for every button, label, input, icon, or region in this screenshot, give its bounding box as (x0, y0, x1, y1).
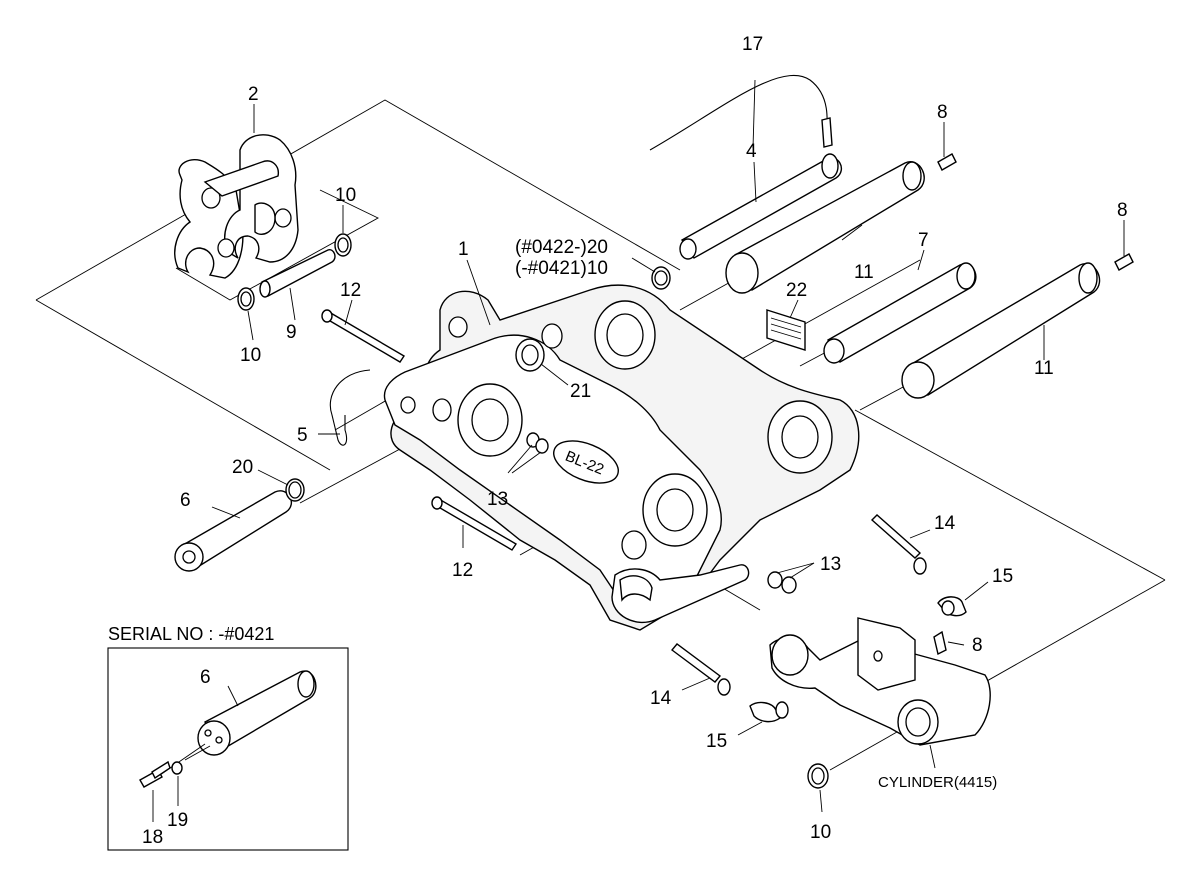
label-part-20: 20 (232, 457, 253, 478)
pin-7-part (823, 262, 977, 364)
clip-pin-5-part (329, 369, 371, 446)
inset-pin-6-part (197, 670, 317, 756)
label-part-10-alt: (-#0421)10 (515, 258, 608, 279)
label-part-1: 1 (458, 239, 469, 260)
serial-label: SERIAL NO : -#0421 (108, 624, 274, 644)
lanyard-clip (821, 117, 833, 148)
ring-10-upper-inner (337, 237, 349, 253)
bolt-12-lower-part (431, 496, 517, 551)
label-part-19: 19 (167, 810, 188, 831)
label-part-13-b: 13 (820, 554, 841, 575)
ring-20-inner (288, 481, 302, 499)
label-part-12-a: 12 (340, 280, 361, 301)
label-part-4: 4 (746, 141, 757, 162)
pin-9-part (259, 249, 336, 298)
elbow-15-upper-part (937, 596, 967, 617)
label-part-10-c: 10 (810, 822, 831, 843)
leader-lines (211, 79, 1125, 813)
label-plate-22-part (766, 309, 806, 351)
pin-11-lower-part (901, 262, 1101, 399)
label-part-21: 21 (570, 381, 591, 402)
label-part-18: 18 (142, 827, 163, 848)
label-part-8-c: 8 (972, 635, 983, 656)
label-part-5: 5 (297, 425, 308, 446)
label-part-17: 17 (742, 34, 763, 55)
label-part-13-a: 13 (487, 489, 508, 510)
label-part-7: 7 (918, 230, 929, 251)
elbow-15-lower-part (749, 701, 789, 723)
grease-nipple-8-upper (937, 153, 957, 171)
cylinder-label: CYLINDER(4415) (878, 774, 997, 791)
label-part-22: 22 (786, 280, 807, 301)
lanyard-17-part (649, 74, 828, 151)
label-part-2: 2 (248, 84, 259, 105)
serial-inset-box (107, 647, 349, 851)
label-part-8-a: 8 (937, 102, 948, 123)
label-part-14-a: 14 (934, 513, 956, 534)
label-part-11-b: 11 (1034, 358, 1054, 379)
label-part-20-alt: (#0422-)20 (515, 237, 608, 258)
inset-washer-19-part (171, 761, 183, 775)
nuts-13-frame (526, 432, 549, 454)
pin-11-upper-part (725, 161, 925, 294)
bushing-21-inner (521, 344, 539, 366)
ring-alt-inner (654, 270, 668, 286)
label-part-14-b: 14 (650, 688, 672, 709)
hose-14-lower-part (670, 643, 731, 696)
pin-4-part (679, 153, 842, 260)
pin-6-part (174, 490, 292, 572)
label-inset-part-6: 6 (200, 667, 211, 688)
serial-inset: SERIAL NO : -#0421 6 18 19 (107, 624, 349, 851)
label-part-9: 9 (286, 322, 297, 343)
hose-14-upper-part (870, 514, 927, 575)
label-part-15-a: 15 (992, 566, 1013, 587)
nuts-13-lower (767, 571, 797, 594)
label-part-11-a: 11 (854, 262, 874, 283)
label-part-12-b: 12 (452, 560, 473, 581)
ring-10-lower-inner (240, 291, 252, 307)
label-part-8-b: 8 (1117, 200, 1128, 221)
label-part-10-b: 10 (240, 345, 261, 366)
cylinder-part (769, 617, 991, 746)
label-part-10-a: 10 (335, 185, 356, 206)
hook-bracket-part (174, 134, 379, 301)
ring-10-cylinder-inner (811, 767, 825, 785)
bolt-12-upper-part (321, 309, 405, 363)
label-part-15-b: 15 (706, 731, 727, 752)
inset-bolt-18-part (139, 760, 171, 788)
label-part-6: 6 (180, 490, 191, 511)
grease-nipple-8-lower (1114, 253, 1134, 271)
grease-nipple-8-cylinder (933, 630, 947, 656)
main-frame-part: BL-22 (383, 284, 860, 631)
